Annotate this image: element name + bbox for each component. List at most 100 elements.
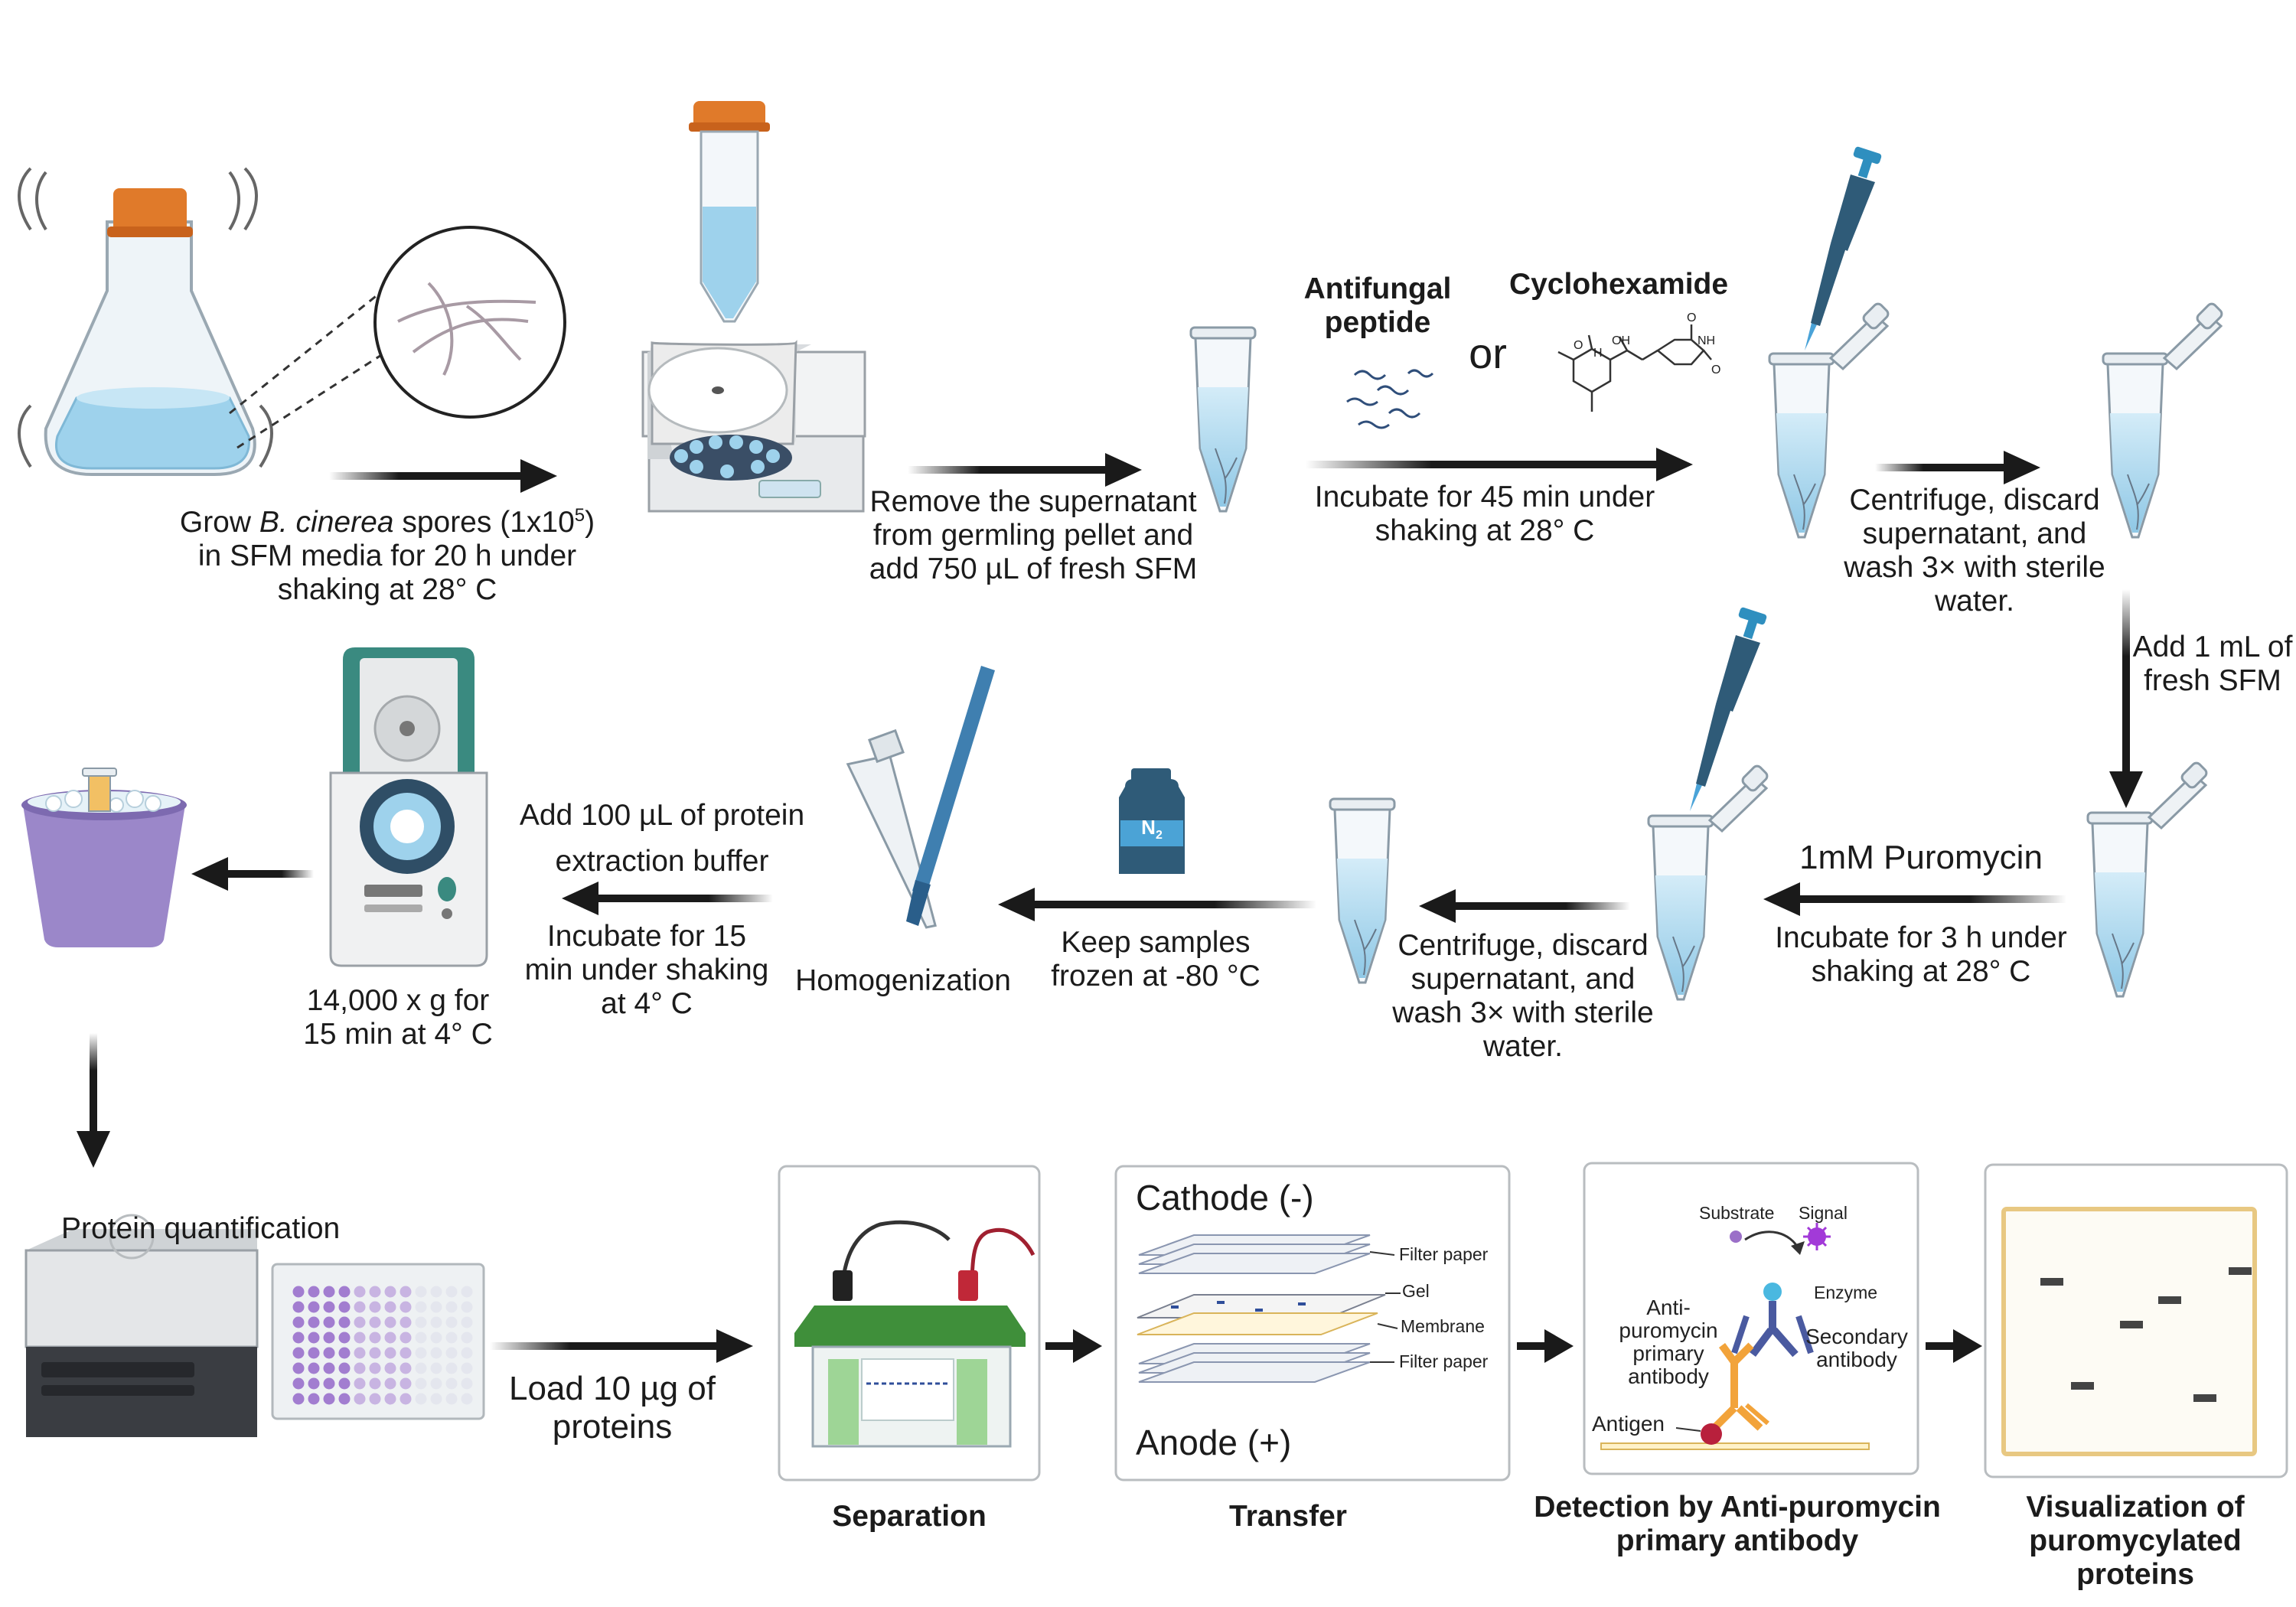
gel-label: Gel <box>1402 1281 1430 1301</box>
plate-well <box>338 1286 351 1298</box>
transfer-panel <box>1114 1165 1511 1482</box>
plate-well <box>323 1301 335 1313</box>
arrow-homogenize-left <box>562 882 773 915</box>
plate-well <box>445 1393 458 1405</box>
plate-well <box>400 1301 412 1313</box>
plate-well <box>400 1316 412 1328</box>
plate-well <box>415 1301 427 1313</box>
plate-well <box>430 1286 442 1298</box>
arrow-centrifuge-to-tube <box>908 453 1142 487</box>
separation-panel <box>778 1165 1041 1482</box>
plate-well <box>338 1393 351 1405</box>
plate-well <box>430 1332 442 1344</box>
arrow-sep-to-transfer <box>1045 1329 1102 1363</box>
chem-o2: O <box>1687 311 1697 324</box>
plate-well <box>400 1362 412 1374</box>
plate-well <box>292 1286 305 1298</box>
plate-well <box>308 1316 320 1328</box>
plate-well <box>384 1301 396 1313</box>
plate-well <box>338 1332 351 1344</box>
plate-well <box>354 1393 366 1405</box>
plate-well <box>445 1332 458 1344</box>
protein-band <box>2071 1382 2094 1390</box>
plate-well <box>430 1362 442 1374</box>
plate-well <box>292 1393 305 1405</box>
plate-well <box>415 1362 427 1374</box>
plate-well <box>338 1347 351 1359</box>
plate-well <box>400 1377 412 1390</box>
protein-band <box>2040 1278 2063 1286</box>
plate-well <box>338 1377 351 1390</box>
or-label: or <box>1469 329 1507 377</box>
hyphae-magnification-icon <box>229 226 566 449</box>
cathode-label: Cathode (-) <box>1136 1178 1314 1217</box>
plate-well <box>369 1301 381 1313</box>
arrow-load-right <box>490 1329 753 1363</box>
protein-quantification-label: Protein quantification <box>61 1212 341 1245</box>
plate-well <box>415 1286 427 1298</box>
homogenization-label: Homogenization <box>795 964 1011 997</box>
plate-well <box>415 1332 427 1344</box>
plate-well <box>400 1332 412 1344</box>
arrow-grow-to-centrifuge <box>329 459 557 493</box>
filter-paper-label-2: Filter paper <box>1399 1351 1489 1371</box>
plate-well <box>369 1347 381 1359</box>
ice-bucket-icon <box>21 768 187 947</box>
plate-well <box>323 1393 335 1405</box>
plate-well <box>323 1316 335 1328</box>
erlenmeyer-flask-icon <box>18 167 273 476</box>
separation-title: Separation <box>832 1500 987 1533</box>
arrow-down-add-sfm <box>2109 589 2143 808</box>
plate-well <box>354 1377 366 1390</box>
plate-well <box>292 1301 305 1313</box>
protein-band <box>2193 1394 2216 1402</box>
plate-well <box>308 1332 320 1344</box>
chem-o1: O <box>1574 339 1583 352</box>
arrow-down-to-quant <box>77 1033 110 1168</box>
plate-well <box>445 1286 458 1298</box>
plate-well <box>384 1332 396 1344</box>
peptide-squiggles-icon <box>1346 369 1434 429</box>
blot-bands <box>2040 1267 2252 1402</box>
chem-oh: OH <box>1612 334 1630 347</box>
arrow-centrifuge2-left <box>1419 889 1630 923</box>
plate-well <box>308 1286 320 1298</box>
plate-well <box>292 1362 305 1374</box>
plate-well <box>430 1377 442 1390</box>
plate-well <box>461 1377 473 1390</box>
plate-well <box>354 1362 366 1374</box>
plate-well <box>292 1347 305 1359</box>
plate-well <box>415 1377 427 1390</box>
plate-well <box>384 1316 396 1328</box>
arrow-puromycin-left <box>1763 882 2066 916</box>
filter-paper-label-1: Filter paper <box>1399 1244 1489 1264</box>
plate-well <box>323 1362 335 1374</box>
plate-well <box>445 1362 458 1374</box>
chem-h: H <box>1593 347 1603 360</box>
plate-well <box>369 1377 381 1390</box>
microtube-icon <box>1189 326 1257 513</box>
transfer-title: Transfer <box>1229 1500 1347 1533</box>
plate-well <box>461 1362 473 1374</box>
plate-well <box>323 1286 335 1298</box>
plate-well <box>369 1316 381 1328</box>
plate-well <box>292 1332 305 1344</box>
protein-band <box>2120 1321 2143 1328</box>
plate-well <box>354 1286 366 1298</box>
plate-well <box>400 1347 412 1359</box>
plate-well <box>384 1362 396 1374</box>
plate-well <box>461 1332 473 1344</box>
plate-well <box>445 1316 458 1328</box>
